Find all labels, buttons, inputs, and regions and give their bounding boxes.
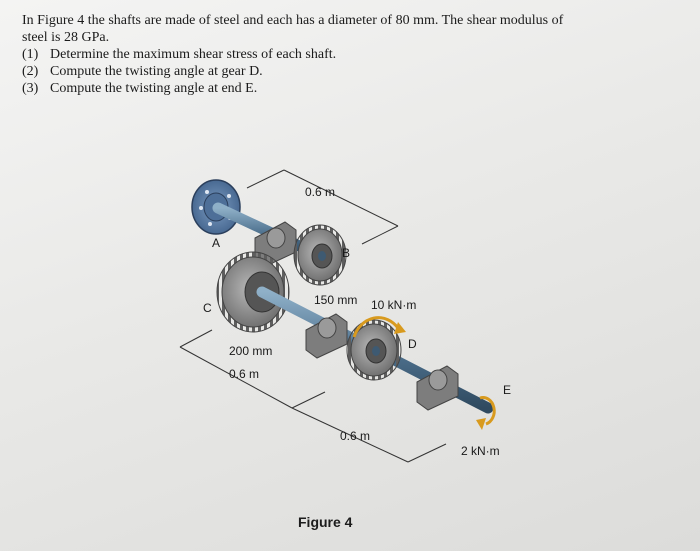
gear-b-radius-label: 150 mm <box>314 293 357 307</box>
dim-line-top <box>246 169 285 189</box>
dim-line-top <box>361 225 399 245</box>
torque-d-label: 10 kN·m <box>371 298 416 312</box>
torque-arrow-e <box>476 396 496 430</box>
dim-left-label: 0.6 m <box>229 367 259 381</box>
question-item-1: (1) Determine the maximum shear stress of… <box>22 46 682 63</box>
label-d: D <box>408 337 417 351</box>
question-text: Compute the twisting angle at end E. <box>50 81 258 96</box>
bearing-de <box>416 365 459 411</box>
dim-line-bottom <box>291 407 409 463</box>
gear-c-radius-label: 200 mm <box>229 344 272 358</box>
question-text: Determine the maximum shear stress of ea… <box>50 47 337 62</box>
label-c: C <box>203 301 212 315</box>
figure-caption: Figure 4 <box>298 514 353 530</box>
question-number: (2) <box>22 64 39 79</box>
problem-statement: In Figure 4 the shafts are made of steel… <box>22 12 682 97</box>
dimension-lines <box>179 169 447 463</box>
label-a: A <box>212 236 220 250</box>
dim-line-top <box>283 169 399 227</box>
gear-b <box>293 224 347 286</box>
torque-arrow-d <box>352 316 406 338</box>
problem-intro-line2: steel is 28 GPa. <box>22 30 110 45</box>
question-text: Compute the twisting angle at gear D. <box>50 64 263 79</box>
question-number: (1) <box>22 47 39 62</box>
label-e: E <box>503 383 511 397</box>
dim-line-bottom <box>407 443 447 463</box>
dim-top-label: 0.6 m <box>305 185 335 199</box>
question-item-2: (2) Compute the twisting angle at gear D. <box>22 63 682 80</box>
dim-line-left <box>179 329 213 348</box>
problem-intro-line1: In Figure 4 the shafts are made of steel… <box>22 13 564 28</box>
question-item-3: (3) Compute the twisting angle at end E. <box>22 80 682 97</box>
torque-e-label: 2 kN·m <box>461 444 500 458</box>
dim-bottom-label: 0.6 m <box>340 429 370 443</box>
gear-d <box>346 319 402 381</box>
label-b: B <box>342 246 350 260</box>
dim-line-left <box>291 391 326 409</box>
question-number: (3) <box>22 81 39 96</box>
dim-line-left <box>179 346 293 409</box>
bearing-cd <box>305 313 348 359</box>
gear-c <box>216 251 290 333</box>
